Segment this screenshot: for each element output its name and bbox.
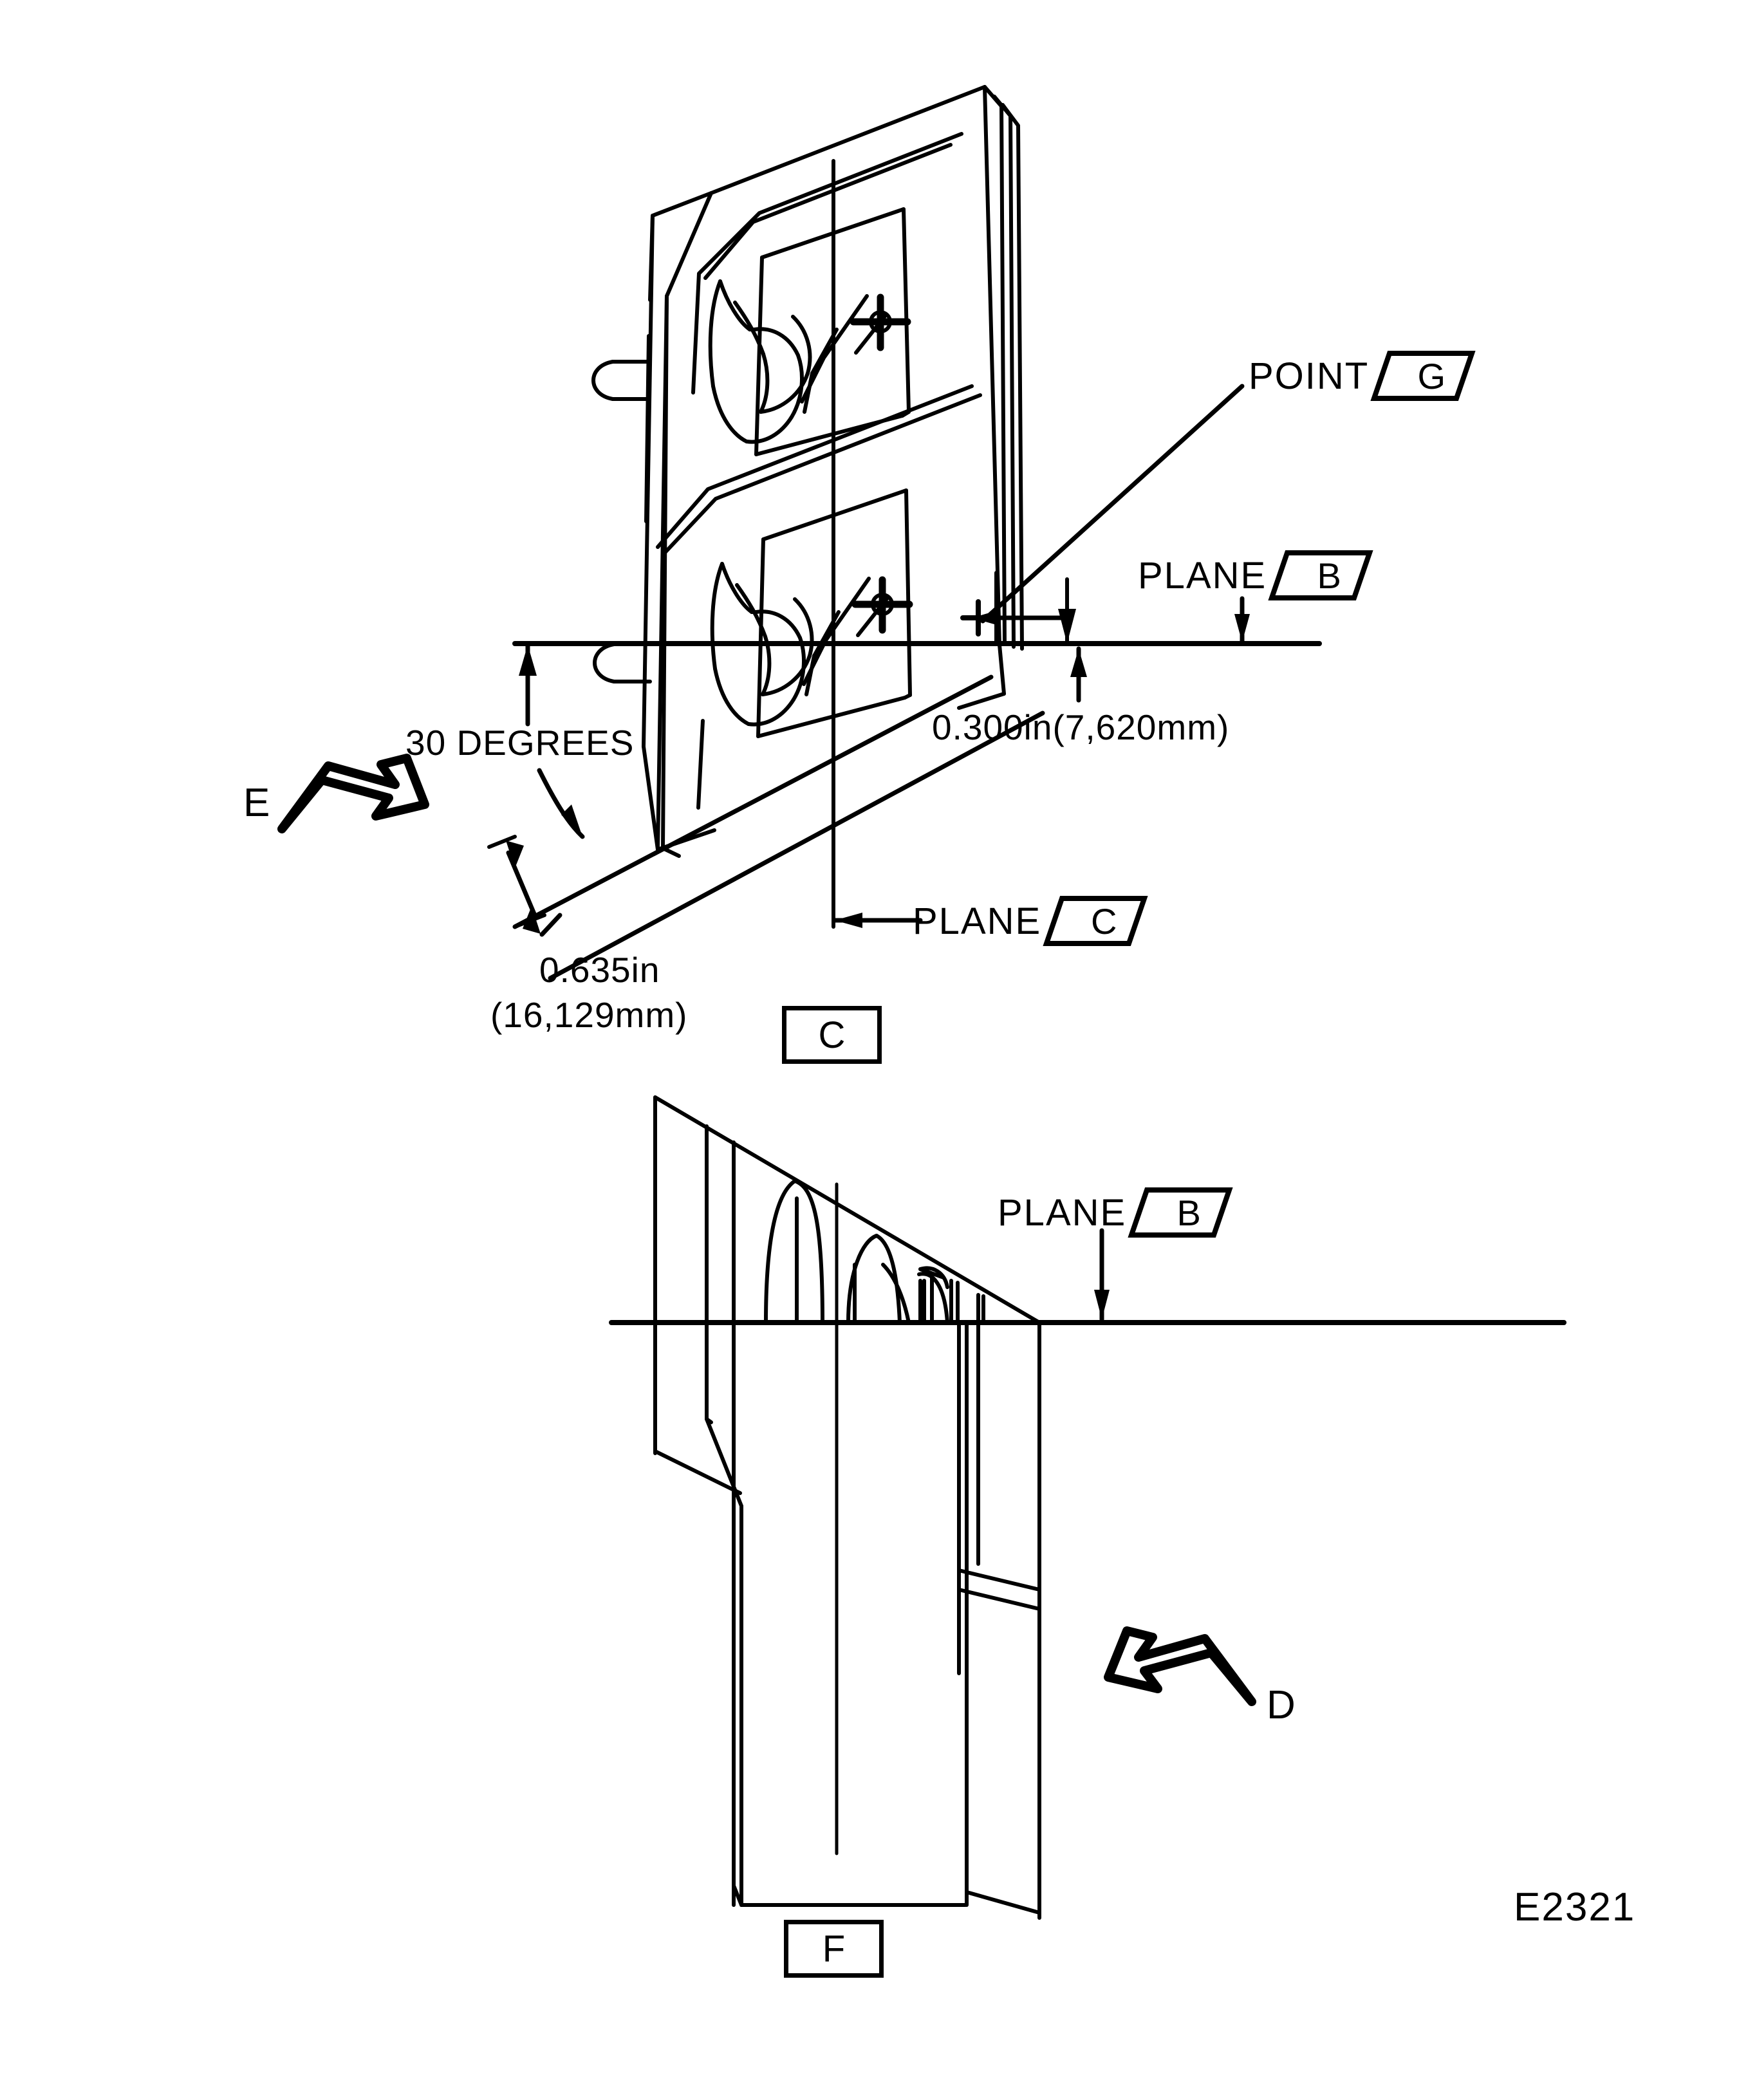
dimension-length-line1: 0.635in: [539, 950, 660, 990]
callout-plane-b-upper-text: PLANE: [1138, 554, 1267, 597]
callout-plane-b-upper: PLANE B: [1138, 550, 1373, 600]
datum-parallelogram-c: C: [1043, 896, 1148, 946]
callout-plane-b-lower: PLANE B: [998, 1187, 1233, 1238]
dimension-angle: 30 DEGREES: [405, 723, 635, 763]
view-arrow-label-d: D: [1267, 1683, 1296, 1727]
view-arrow-label-e: E: [243, 781, 271, 825]
datum-letter-b-upper: B: [1317, 555, 1341, 596]
callout-plane-b-lower-text: PLANE: [998, 1191, 1127, 1234]
dimension-length-line2: (16,129mm): [490, 995, 688, 1035]
block-arrow-up-left-icon: [1104, 1626, 1256, 1706]
view-id-box-c: C: [782, 1006, 882, 1064]
callout-point-g-text: POINT: [1249, 355, 1370, 397]
datum-letter-c: C: [1090, 900, 1117, 942]
callout-point-g: POINT G: [1249, 351, 1476, 401]
datum-parallelogram-b-lower: B: [1128, 1187, 1233, 1238]
callout-plane-c-text: PLANE: [913, 900, 1042, 942]
callout-plane-c: PLANE C: [913, 896, 1148, 946]
datum-letter-b-lower: B: [1176, 1192, 1201, 1233]
drawing-number: E2321: [1514, 1885, 1636, 1929]
datum-parallelogram-g: G: [1370, 351, 1476, 401]
view-id-box-f: F: [784, 1920, 884, 1978]
dimension-offset: 0.300in(7,620mm): [932, 707, 1230, 747]
block-arrow-up-right-icon: [277, 754, 429, 833]
datum-parallelogram-b-upper: B: [1268, 550, 1373, 600]
datum-letter-g: G: [1417, 355, 1446, 396]
